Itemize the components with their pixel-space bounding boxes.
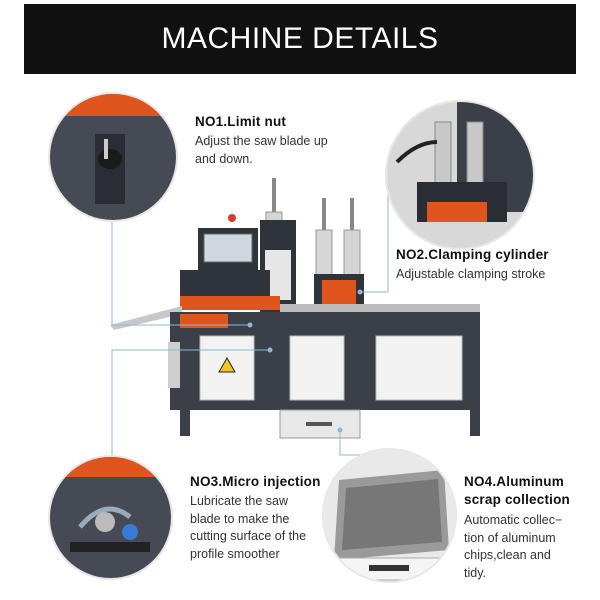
clamping-cylinder-photo: [385, 100, 535, 250]
warning-icon: [218, 356, 236, 373]
feature-2-title: NO2.Clamping cylinder: [396, 247, 549, 262]
feature-4-title: NO4.Aluminum scrap collection: [464, 474, 570, 507]
feature-4-description: Automatic collec− tion of aluminum chips…: [464, 513, 563, 580]
micro-injection-photo: [48, 455, 173, 580]
machine-illustration: [110, 178, 480, 439]
feature-3-description: Lubricate the saw blade to make the cutt…: [190, 494, 307, 561]
scrap-drawer-photo: [322, 448, 457, 583]
feature-1-title: NO1.Limit nut: [195, 114, 287, 129]
page-title: MACHINE DETAILS: [161, 22, 439, 55]
alarm-lamp: [228, 214, 236, 222]
header-banner: MACHINE DETAILS: [24, 4, 576, 74]
limit-nut-photo: [48, 92, 178, 222]
feature-3-title: NO3.Micro injection: [190, 474, 321, 489]
feature-2-description: Adjustable clamping stroke: [396, 267, 546, 281]
feature-1-description: Adjust the saw blade up and down.: [195, 134, 328, 166]
